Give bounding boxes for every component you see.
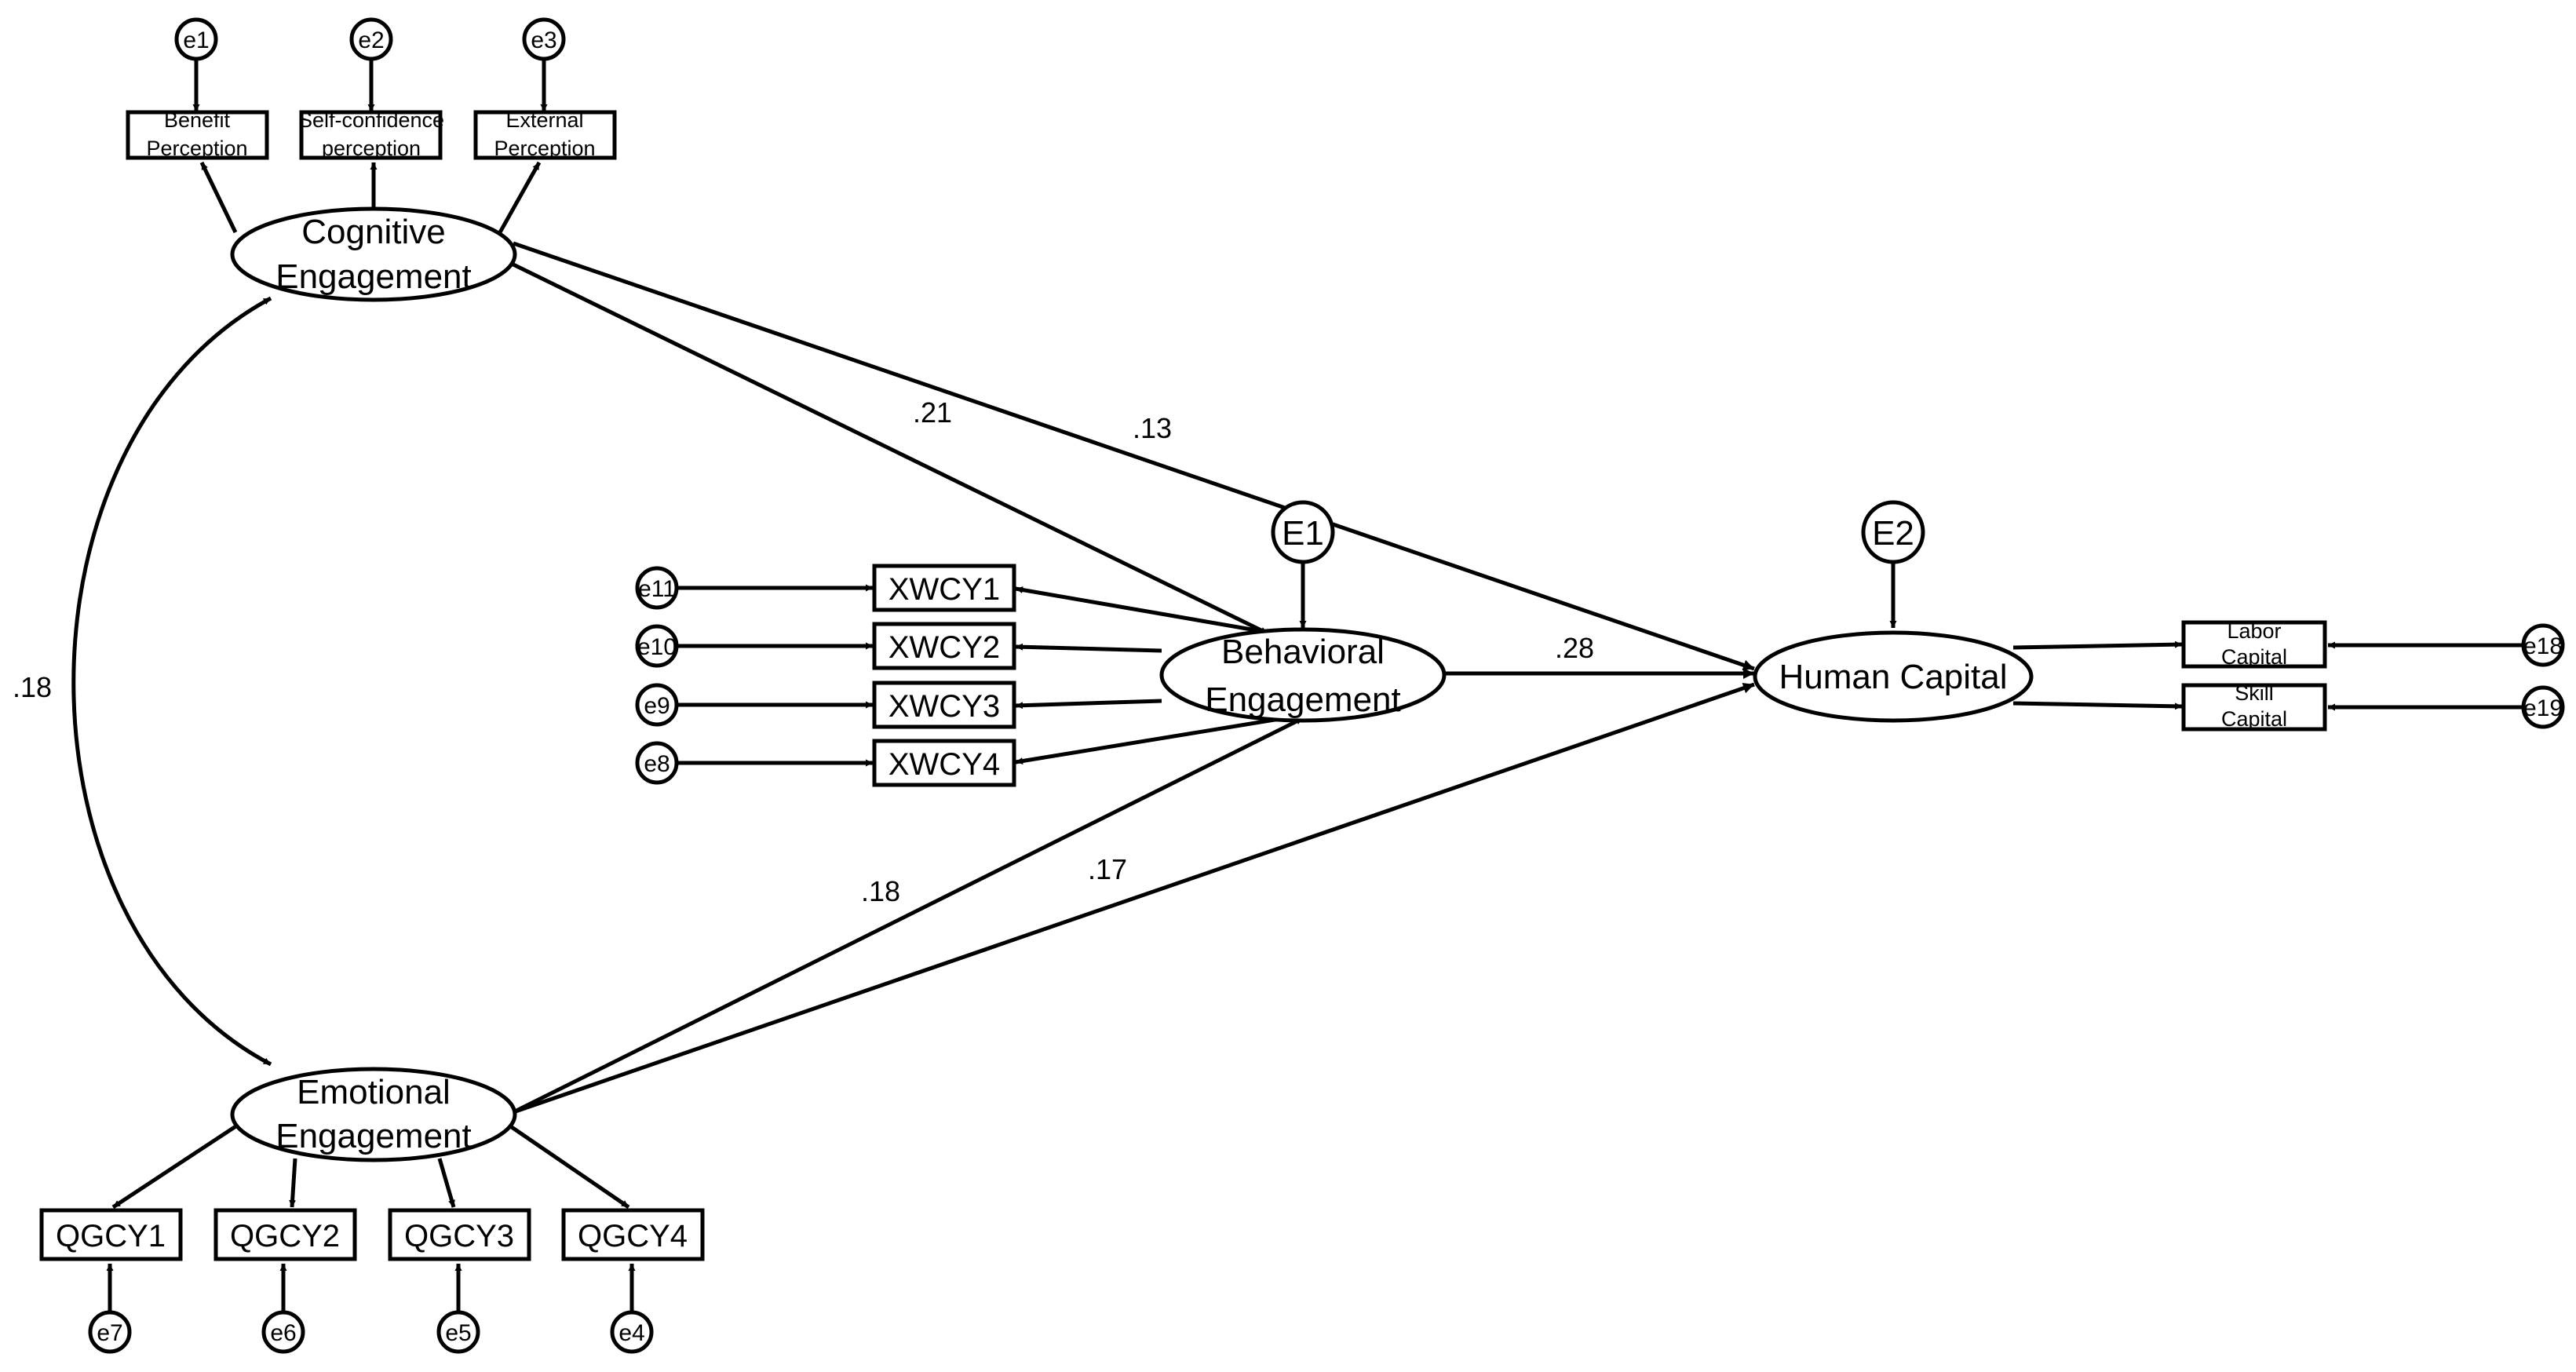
error-e8: e8 [635, 741, 679, 785]
path-behavioral-to-xwcy3 [1015, 699, 1162, 710]
coefficients: .18 .21 .13 .28 .18 .17 [13, 396, 1594, 907]
indicator-self-confidence-perception: Self-confidence perception [298, 108, 444, 160]
indicator-external-perception: External Perception [473, 108, 617, 160]
path-behavioral-to-xwcy2 [1015, 643, 1162, 653]
error-e4: e4 [610, 1310, 654, 1354]
path-emotional-to-qgcy1 [111, 1120, 243, 1210]
latent-emotional-line1: Emotional [297, 1073, 451, 1111]
path-cognitive-to-external [498, 161, 542, 234]
latent-cognitive-line1: Cognitive [301, 213, 445, 251]
indicator-labor-capital: Labor Capital [2181, 619, 2327, 669]
indicator-skill-line2: Capital [2221, 707, 2287, 731]
error-e10-label: e10 [637, 634, 677, 660]
path-emotional-to-qgcy3 [437, 1158, 456, 1208]
indicator-skill-line1: Skill [2235, 681, 2274, 705]
disturbance-E2: E2 [1861, 500, 1925, 564]
error-e11-label: e11 [638, 576, 676, 602]
error-e19: e19 [2521, 685, 2565, 729]
latent-cognitive-line2: Engagement [275, 257, 472, 296]
path-emotional-to-qgcy2 [289, 1158, 297, 1208]
error-e7-label: e7 [97, 1320, 122, 1346]
path-behavioral-to-xwcy1 [1015, 586, 1284, 637]
path-behavioral-to-xwcy4 [1015, 717, 1280, 764]
latent-emotional-engagement: Emotional Engagement [230, 1067, 517, 1162]
path-emotional-to-human-capital [513, 682, 1755, 1115]
coef-emotional-to-behavioral: .18 [861, 875, 900, 907]
indicator-qgcy3-label: QGCY3 [404, 1219, 514, 1253]
coef-cognitive-to-human-capital: .13 [1133, 412, 1172, 444]
error-e18: e18 [2521, 623, 2565, 667]
indicator-skill-capital: Skill Capital [2181, 681, 2327, 732]
disturbance-E1-label: E1 [1282, 514, 1324, 553]
indicator-qgcy1: QGCY1 [39, 1208, 183, 1261]
indicator-xwcy2-label: XWCY2 [888, 630, 1000, 665]
disturbance-E2-label: E2 [1872, 514, 1914, 553]
coef-cognitive-emotional-covariance: .18 [13, 671, 52, 703]
coef-behavioral-to-human-capital: .28 [1555, 632, 1594, 664]
indicator-qgcy4-label: QGCY4 [578, 1219, 688, 1253]
indicator-labor-line2: Capital [2221, 645, 2287, 669]
latent-behavioral-line1: Behavioral [1221, 633, 1385, 671]
covariance-cognitive-emotional [71, 296, 272, 1067]
indicator-qgcy2-label: QGCY2 [230, 1219, 340, 1253]
latent-behavioral-engagement: Behavioral Engagement [1159, 627, 1447, 723]
path-emotional-to-behavioral [512, 716, 1304, 1115]
latent-human-capital: Human Capital [1753, 630, 2034, 723]
indicator-benefit-line2: Perception [146, 137, 247, 160]
error-e4-label: e4 [618, 1320, 644, 1346]
error-e5-label: e5 [445, 1320, 471, 1346]
indicator-self-confidence-line1: Self-confidence [298, 108, 444, 132]
indicator-qgcy3: QGCY3 [388, 1208, 531, 1261]
error-e18-label: e18 [2523, 633, 2563, 659]
indicator-self-confidence-line2: perception [322, 137, 421, 160]
error-e3-label: e3 [531, 27, 556, 53]
edges [71, 60, 2523, 1312]
indicator-qgcy2: QGCY2 [213, 1208, 357, 1261]
indicator-external-line1: External [505, 108, 583, 132]
indicator-xwcy4: XWCY4 [872, 739, 1016, 787]
error-e3: e3 [522, 17, 566, 61]
indicator-labor-line1: Labor [2227, 619, 2281, 643]
indicator-benefit-line1: Benefit [164, 108, 231, 132]
coef-cognitive-to-behavioral: .21 [913, 396, 952, 429]
error-e8-label: e8 [644, 751, 670, 777]
error-e6-label: e6 [270, 1320, 296, 1346]
error-e9: e9 [635, 683, 679, 727]
latent-emotional-line2: Engagement [275, 1117, 472, 1155]
path-human-capital-to-skill [2012, 701, 2183, 710]
indicator-external-line2: Perception [494, 137, 595, 160]
path-emotional-to-qgcy4 [505, 1122, 630, 1210]
error-e2-label: e2 [358, 27, 384, 53]
path-cognitive-to-human-capital [513, 241, 1755, 671]
error-e1-label: e1 [183, 27, 209, 53]
indicator-xwcy3-label: XWCY3 [888, 689, 1000, 724]
latent-human-capital-label: Human Capital [1779, 658, 2007, 696]
indicator-xwcy4-label: XWCY4 [888, 747, 1000, 782]
error-e1: e1 [174, 17, 218, 61]
error-e10: e10 [635, 624, 679, 668]
error-e11: e11 [635, 566, 679, 610]
latent-behavioral-line2: Engagement [1205, 681, 1401, 719]
path-cognitive-to-behavioral [512, 262, 1269, 636]
path-cognitive-to-benefit [199, 161, 238, 234]
error-e9-label: e9 [644, 693, 670, 719]
error-e6: e6 [261, 1310, 305, 1354]
disturbance-E1: E1 [1271, 500, 1335, 564]
error-e7: e7 [88, 1310, 132, 1354]
error-e5: e5 [436, 1310, 480, 1354]
error-e19-label: e19 [2523, 695, 2563, 721]
coef-emotional-to-human-capital: .17 [1088, 853, 1127, 885]
indicator-benefit-perception: Benefit Perception [126, 108, 269, 160]
indicator-qgcy1-label: QGCY1 [56, 1219, 166, 1253]
indicator-xwcy3: XWCY3 [872, 681, 1016, 729]
indicator-xwcy1-label: XWCY1 [888, 572, 1000, 607]
latent-cognitive-engagement: Cognitive Engagement [230, 206, 517, 302]
indicator-qgcy4: QGCY4 [561, 1208, 705, 1261]
path-human-capital-to-labor [2012, 640, 2183, 650]
indicator-xwcy2: XWCY2 [872, 622, 1016, 670]
error-e2: e2 [349, 17, 393, 61]
indicator-xwcy1: XWCY1 [872, 564, 1016, 612]
